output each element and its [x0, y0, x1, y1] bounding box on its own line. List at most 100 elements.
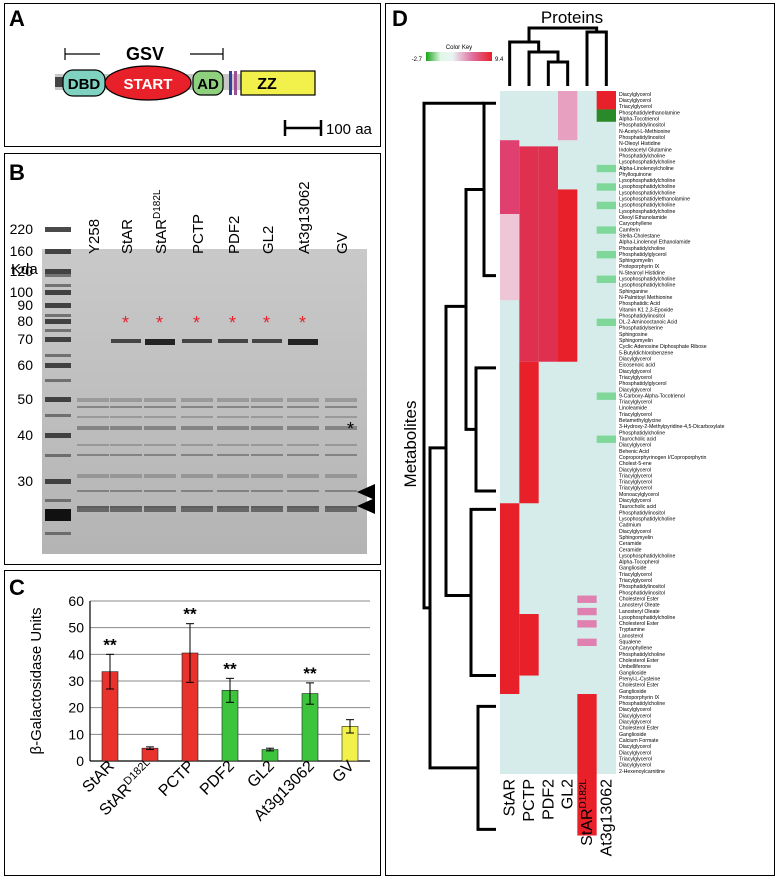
lane-band [251, 454, 283, 456]
start-domain [104, 65, 192, 101]
marker-band [45, 479, 71, 484]
lane-band [251, 506, 283, 512]
row-label: Cholesterol Ester [619, 726, 659, 732]
lane-band [288, 339, 318, 345]
row-label: Ceramide [619, 547, 642, 553]
significance-label: ** [183, 605, 197, 624]
lane-band [325, 490, 357, 492]
heatmap-block [596, 109, 616, 122]
lane-band [325, 406, 357, 408]
row-label: Lysophosphatidylcholine [619, 160, 675, 166]
lane-label: GL2 [260, 226, 277, 254]
lane-band [181, 474, 213, 478]
category-label: PDF2 [197, 758, 238, 799]
category-label: PCTP [156, 758, 198, 800]
panel-b-label: B [9, 160, 25, 185]
row-label: Monoacylglycerol [619, 492, 659, 498]
heatmap-block [596, 91, 616, 110]
lane-band [181, 406, 213, 408]
lane-band [110, 398, 142, 402]
row-label: Tryptamine [619, 627, 645, 633]
zz-domain [240, 70, 316, 96]
dendrogram-branch [474, 366, 496, 493]
row-label: Lysophosphatidylcholine [619, 203, 675, 209]
row-label: Diacylglycerol [619, 750, 651, 756]
row-label: Phosphatidylethanolamine [619, 110, 680, 116]
color-key-min: -2.7 [412, 57, 423, 63]
gv-star: * [347, 419, 354, 439]
lane-star: * [229, 313, 236, 333]
row-label: Behenic Acid [619, 449, 649, 455]
row-label: Lanosteryl Oleate [619, 603, 660, 609]
row-label: Sphingomyelin [619, 535, 653, 541]
category-label: GL2 [244, 758, 277, 791]
lane-band [287, 416, 319, 418]
row-label: Triacylglycerol [619, 578, 652, 584]
marker-band [45, 532, 71, 535]
heatmap-block [577, 694, 597, 836]
dendrogram-branch [476, 704, 496, 831]
column-label: PCTP [521, 779, 538, 822]
row-label: Alpha-Linolenoylcholine [619, 166, 674, 172]
row-label: Cholesterol Ester [619, 621, 659, 627]
y-tick-label: 0 [76, 753, 84, 769]
lane-band [287, 398, 319, 402]
heatmap-block [519, 361, 539, 504]
lane-star: * [156, 313, 163, 333]
row-label: Sphingomyelin [619, 258, 653, 264]
lane-band [325, 444, 357, 446]
heatmap-title: Proteins [541, 8, 603, 27]
row-label: Phylloquinone [619, 172, 652, 178]
lane-band [182, 339, 212, 343]
lane-band [325, 474, 357, 478]
heatmap-block [500, 214, 520, 301]
lane-band [217, 454, 249, 456]
panel-a: A GSV DBD START AD ZZ 100 aa [4, 3, 381, 147]
lane-band [325, 398, 357, 402]
marker-band [45, 274, 71, 277]
heatmap-cell [596, 250, 616, 259]
lane-band [181, 416, 213, 418]
row-label: Phosphatidic Acid [619, 301, 660, 307]
marker-band [45, 354, 71, 357]
row-label: Taurocholic acid [619, 504, 656, 510]
marker-label: 80 [17, 313, 33, 329]
lane-band [77, 506, 109, 512]
lane-band [110, 444, 142, 446]
marker-label: 30 [17, 473, 33, 489]
row-label: Protoporphyrin IX [619, 695, 660, 701]
row-label: Sphingosine [619, 332, 648, 338]
heatmap-ylabel: Metabolites [401, 401, 420, 488]
heatmap-block [538, 146, 558, 362]
dendrogram-branch [469, 507, 496, 678]
heatmap-block [558, 91, 578, 141]
row-label: Lysophosphatidylcholine [619, 190, 675, 196]
y-tick-label: 50 [68, 620, 84, 636]
heatmap-cell [596, 392, 616, 400]
marker-label: 120 [10, 263, 34, 279]
dendrogram-branch [422, 101, 484, 610]
lane-band [111, 339, 141, 343]
row-label: Diacylglycerol [619, 92, 651, 98]
row-label: Diacylglycerol [619, 443, 651, 449]
marker-band [45, 397, 71, 402]
row-label: Phosphatidylcholine [619, 701, 665, 707]
lane-label: Y258 [86, 219, 103, 254]
row-label: Diacylglycerol [619, 98, 651, 104]
lane-band [110, 426, 142, 430]
heatmap-cell [577, 620, 597, 628]
heatmap-cell [596, 183, 616, 191]
row-label: Ganglioside [619, 566, 647, 572]
gsv-label: GSV [126, 44, 164, 64]
lane-band [181, 454, 213, 456]
row-label: Diacylglycerol [619, 467, 651, 473]
row-label: Diacylglycerol [619, 369, 651, 375]
row-label: Alpha-Tocopherol [619, 560, 659, 566]
row-label: Diacylglycerol [619, 387, 651, 393]
lane-band [77, 426, 109, 430]
row-label: Lysophosphatidylcholine [619, 615, 675, 621]
row-label: Lysophosphatidylcholine [619, 209, 675, 215]
